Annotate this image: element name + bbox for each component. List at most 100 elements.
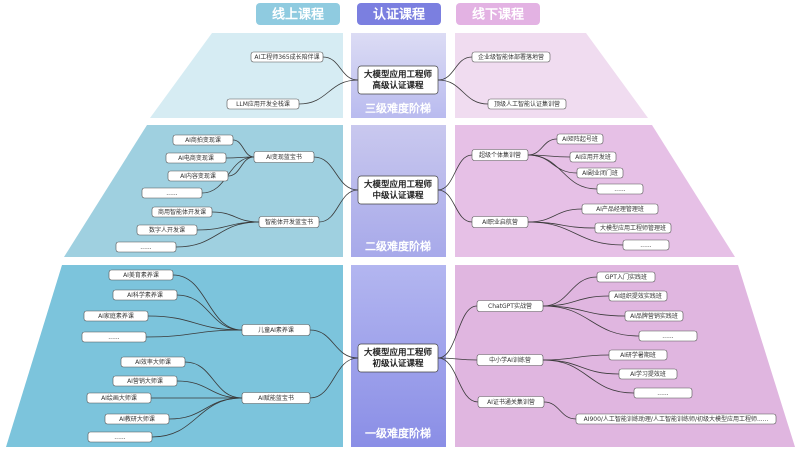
tier1-offline-course (596, 271, 656, 283)
tier2-right-hub-link (437, 189, 473, 223)
tier2-offline-hub (471, 149, 529, 161)
tier1-online-course (86, 392, 152, 404)
tier2-offline-course-label: ...... (614, 186, 626, 193)
tier1-level-label: 一级难度阶梯 (365, 426, 431, 440)
tier1-online-course (112, 375, 178, 387)
tier3-right-link (437, 79, 489, 105)
tier3-level-label: 三级难度阶梯 (365, 101, 431, 115)
tier2-online-course-label: AI内容变现课 (180, 172, 216, 180)
tier2-left-hub-link (313, 156, 359, 191)
tier2-online-course-label: AI商拍变现课 (185, 136, 221, 144)
tier2-online-course-label: AI电商变现课 (178, 154, 214, 162)
tier2-center-node-line: 大模型应用工程师 (364, 179, 433, 190)
tier1-online-course-label: AI绘画大师课 (101, 394, 137, 402)
tier1-left-hub-link (309, 357, 359, 399)
tier1-online-hub-label: 儿童AI素养课 (258, 326, 294, 334)
tier3-offline-course (487, 98, 567, 110)
tier3-online-course (250, 51, 324, 63)
tier2-offline-course (596, 183, 644, 195)
tier1-online-course-label: AI营销大师课 (127, 377, 163, 385)
tier1-right-hub-link (437, 357, 479, 403)
tier1-online-hub (241, 392, 311, 404)
tier2-left-hub-link (318, 189, 359, 223)
tier1-offline-course-label: AI研学暑期班 (620, 351, 656, 359)
tier2-online-course-label: ...... (140, 244, 152, 251)
tier1-offline-course-label: AI学习提效班 (630, 370, 666, 378)
tier2-online-course (136, 224, 198, 236)
tier1-online-course (83, 310, 149, 322)
tier1-offline-course (638, 330, 698, 342)
tier2-right-item-link (527, 208, 583, 223)
tier1-online-course-label: ...... (114, 434, 126, 441)
tier2-online-hub (258, 216, 320, 228)
tier2-online-course (165, 152, 227, 164)
tier2-online-course-label: 数字人开发课 (149, 226, 185, 234)
tier1-right-item-link (542, 359, 635, 394)
tier3-right-link (437, 56, 473, 81)
tier1-online-course (108, 269, 174, 281)
tier2-offline-panel (455, 125, 735, 257)
tier2-offline-hub-label: 超级个体集训营 (479, 151, 521, 159)
tier3-offline-course-label: 企业级智能体部署落地营 (478, 53, 544, 61)
tier1-left-hub-link (309, 329, 359, 359)
cert-header-pill (357, 3, 441, 25)
offline-header-pill (456, 3, 540, 25)
tier2-online-course-label: ...... (166, 190, 178, 197)
tier2-online-course (115, 241, 177, 253)
tier2-online-hub (253, 151, 315, 163)
tier2-offline-course (576, 167, 624, 179)
tier1-online-hub (241, 324, 311, 336)
tier2-right-item-link (527, 221, 624, 246)
tier1-offline-course (633, 387, 693, 399)
tier1-right-item-link (542, 305, 640, 337)
tier2-offline-course (556, 133, 604, 145)
tier1-right-hub-link (437, 357, 478, 361)
tier2-right-hub-link (437, 154, 473, 191)
online-header: 线上课程 (272, 7, 324, 23)
tier2-offline-course-label: AI产品经理管理班 (596, 205, 644, 213)
tier1-offline-hub-label: 中小学AI训练营 (489, 356, 531, 364)
tier2-level-label: 二级难度阶梯 (365, 239, 431, 253)
tier1-offline-course-label: ...... (657, 390, 669, 397)
tier2-right-item-link (527, 154, 598, 190)
tier1-left-item-link (176, 380, 243, 399)
tier1-center-node-line: 初级认证课程 (372, 358, 424, 369)
tier2-offline-course (622, 239, 670, 251)
tier2-online-course (151, 206, 213, 218)
tier2-offline-course-label: 大模型应用工程师管理班 (600, 224, 666, 232)
tier1-offline-course-label: GPT入门实践班 (605, 273, 647, 281)
tier1-offline-hub (476, 354, 544, 366)
tier1-offline-course (575, 413, 777, 425)
tier1-offline-course-label: ...... (662, 333, 674, 340)
tier1-online-course-label: ...... (108, 334, 120, 341)
tier2-online-course-label: 商用智能体开发课 (158, 208, 206, 216)
tier1-right-item-link (543, 401, 577, 420)
tier3-offline-course-label: 顶级人工智能认证集训营 (494, 100, 560, 108)
tier1-offline-course (608, 349, 668, 361)
tier1-left-item-link (151, 397, 243, 438)
tier3-center-node-line: 高级认证课程 (372, 80, 424, 91)
tier3-left-link (322, 56, 359, 81)
tier1-offline-hub (476, 300, 544, 312)
tier1-online-course-label: AI科学素养课 (127, 291, 163, 299)
tier3-left-link (298, 79, 359, 105)
tier1-offline-course-label: AI组织提效实践班 (614, 292, 662, 300)
tier1-online-course (104, 413, 170, 425)
tier3-online-course-label: AI工程师365成长陪伴课 (254, 53, 319, 61)
tier1-online-hub-label: AI赋能蓝宝书 (258, 394, 294, 402)
tier1-offline-course (608, 290, 668, 302)
tier2-right-item-link (527, 138, 558, 156)
tier2-offline-hub-label: AI职业启航营 (482, 218, 518, 226)
tier1-left-item-link (176, 294, 243, 331)
tier1-right-item-link (542, 276, 598, 307)
cert-header: 认证课程 (373, 7, 425, 23)
tier1-center-node (357, 343, 439, 373)
tier2-offline-course-label: AI副业闭门班 (582, 169, 618, 177)
tier3-online-course-label: LLM应用开发全栈课 (236, 100, 290, 108)
tier2-center-node-line: 中级认证课程 (372, 190, 424, 201)
tier2-offline-course (569, 151, 617, 163)
tier2-left-item-link (232, 139, 255, 158)
tier1-offline-course (624, 310, 684, 322)
tier2-offline-course-label: AI矩阵起号班 (562, 135, 598, 143)
